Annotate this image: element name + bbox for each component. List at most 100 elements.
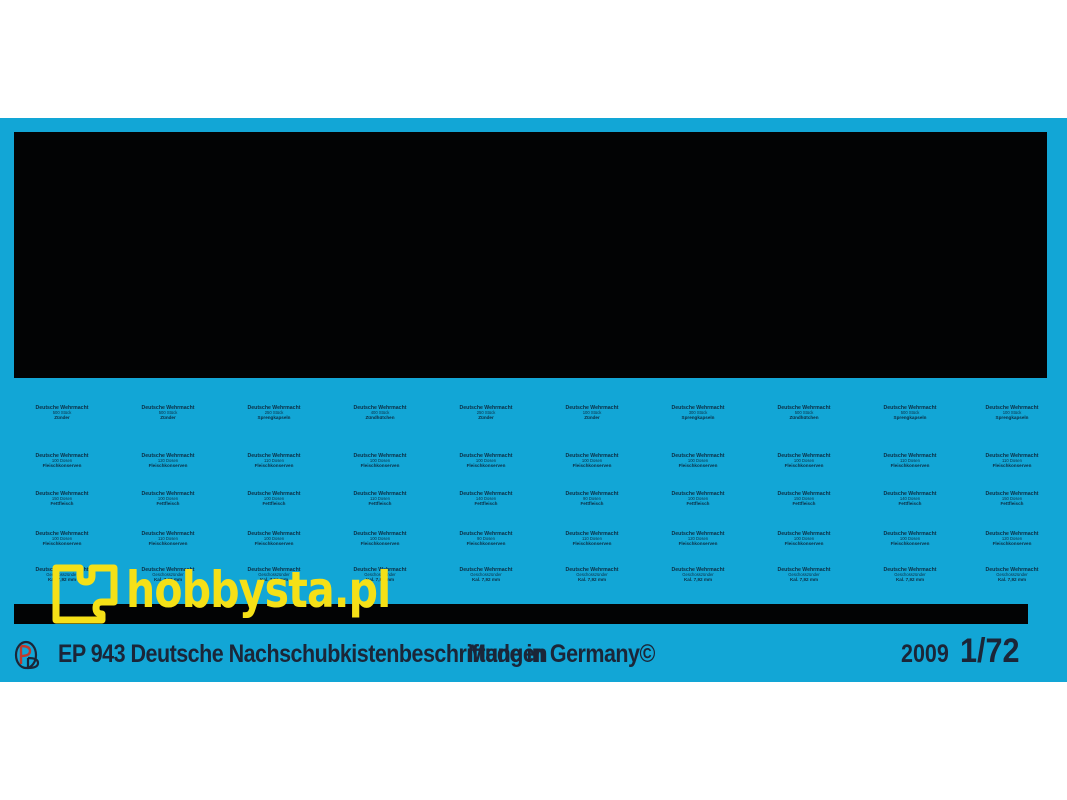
decal-label-line: 250 Stück bbox=[264, 410, 284, 416]
decal-label-line: Deutsche Wehrmacht bbox=[247, 405, 301, 411]
decal-label-line: Geschosszünder bbox=[894, 572, 926, 578]
decal-label-line: Geschosszünder bbox=[470, 572, 502, 578]
decal-label-line: Zündhütchen bbox=[789, 414, 819, 420]
decal-label-line: Zündhütchen bbox=[365, 414, 395, 420]
decal-label-line: Deutsche Wehrmacht bbox=[353, 567, 407, 573]
decal-label-line: Deutsche Wehrmacht bbox=[141, 567, 195, 573]
ep-maker-logo-icon bbox=[14, 640, 40, 670]
decal-label-line: Fleischkonserven bbox=[784, 462, 824, 468]
decal-label-line: Deutsche Wehrmacht bbox=[141, 453, 195, 459]
decal-label-line: 140 Dosen bbox=[475, 496, 497, 502]
decal-label-line: Kal. 7,92 mm bbox=[997, 576, 1027, 582]
decal-label-line: 140 Dosen bbox=[899, 496, 921, 502]
decal-label-line: 100 Dosen bbox=[793, 536, 815, 542]
decal-label-line: Geschosszünder bbox=[788, 572, 820, 578]
decal-label-line: Deutsche Wehrmacht bbox=[247, 453, 301, 459]
decal-label-line: Deutsche Wehrmacht bbox=[777, 491, 831, 497]
watermark-text: hobbysta.pl bbox=[126, 561, 391, 619]
decal-label-line: Deutsche Wehrmacht bbox=[671, 567, 725, 573]
decal-label-line: 110 Dosen bbox=[1002, 458, 1022, 464]
decal-label-line: 100 Stück bbox=[582, 410, 602, 416]
decal-label-line: 150 Dosen bbox=[51, 496, 73, 502]
decal-label-line: 90 Dosen bbox=[477, 536, 495, 542]
decal-label-line: 110 Dosen bbox=[370, 496, 390, 502]
decal-label-line: Fettfleisch bbox=[262, 500, 286, 506]
decal-label-line: Zünder bbox=[478, 414, 494, 420]
decal-label-line: Deutsche Wehrmacht bbox=[671, 453, 725, 459]
decal-label-line: Deutsche Wehrmacht bbox=[985, 567, 1039, 573]
decal-label-line: 500 Stück bbox=[158, 410, 178, 416]
decal-label-line: Fleischkonserven bbox=[572, 462, 612, 468]
decal-label-line: Deutsche Wehrmacht bbox=[353, 491, 407, 497]
decal-label-line: Deutsche Wehrmacht bbox=[141, 405, 195, 411]
decal-label-line: Kal. 7,92 mm bbox=[259, 576, 289, 582]
decal-label-line: Deutsche Wehrmacht bbox=[565, 453, 619, 459]
decal-label-line: Deutsche Wehrmacht bbox=[459, 453, 513, 459]
decal-label-line: Deutsche Wehrmacht bbox=[247, 491, 301, 497]
decal-label-line: Fettfleisch bbox=[50, 500, 74, 506]
decal-label-line: 100 Dosen bbox=[263, 496, 285, 502]
decal-label-line: Deutsche Wehrmacht bbox=[985, 491, 1039, 497]
decal-label-line: Fleischkonserven bbox=[890, 540, 930, 546]
decal-label-line: Geschosszünder bbox=[996, 572, 1028, 578]
decal-label-line: Deutsche Wehrmacht bbox=[353, 405, 407, 411]
decal-label-line: 100 Dosen bbox=[899, 536, 921, 542]
decal-label-line: Sprengkapseln bbox=[257, 414, 291, 420]
decal-label-line: Fleischkonserven bbox=[572, 540, 612, 546]
decal-label-line: Fettfleisch bbox=[792, 500, 816, 506]
decal-label-line: 250 Stück bbox=[476, 410, 496, 416]
decal-label-line: 110 Dosen bbox=[158, 536, 178, 542]
decal-label-line: Deutsche Wehrmacht bbox=[353, 531, 407, 537]
decal-label-line: Fleischkonserven bbox=[466, 540, 506, 546]
decal-label-line: 100 Dosen bbox=[157, 496, 179, 502]
decal-label-line: Fettfleisch bbox=[368, 500, 392, 506]
decal-label-line: Deutsche Wehrmacht bbox=[883, 405, 937, 411]
decal-label-line: Deutsche Wehrmacht bbox=[985, 453, 1039, 459]
decal-label-line: Deutsche Wehrmacht bbox=[565, 405, 619, 411]
decal-label-line: Geschosszünder bbox=[258, 572, 290, 578]
decal-label-line: 100 Stück bbox=[1002, 410, 1022, 416]
decal-label-line: Kal. 7,92 mm bbox=[895, 576, 925, 582]
decal-label-line: Sprengkapseln bbox=[681, 414, 715, 420]
decal-label-line: Kal. 7,92 mm bbox=[683, 576, 713, 582]
decal-label-line: Fleischkonserven bbox=[678, 540, 718, 546]
decal-label-line: Fleischkonserven bbox=[890, 462, 930, 468]
decal-label-line: Deutsche Wehrmacht bbox=[459, 491, 513, 497]
decal-label-line: Deutsche Wehrmacht bbox=[35, 531, 89, 537]
decal-label-line: Fleischkonserven bbox=[466, 462, 506, 468]
decal-label-line: Fleischkonserven bbox=[360, 462, 400, 468]
decal-label-line: Deutsche Wehrmacht bbox=[353, 453, 407, 459]
decal-label-line: 100 Dosen bbox=[581, 458, 603, 464]
decal-label-line: Deutsche Wehrmacht bbox=[777, 405, 831, 411]
decal-label-line: Fettfleisch bbox=[580, 500, 604, 506]
